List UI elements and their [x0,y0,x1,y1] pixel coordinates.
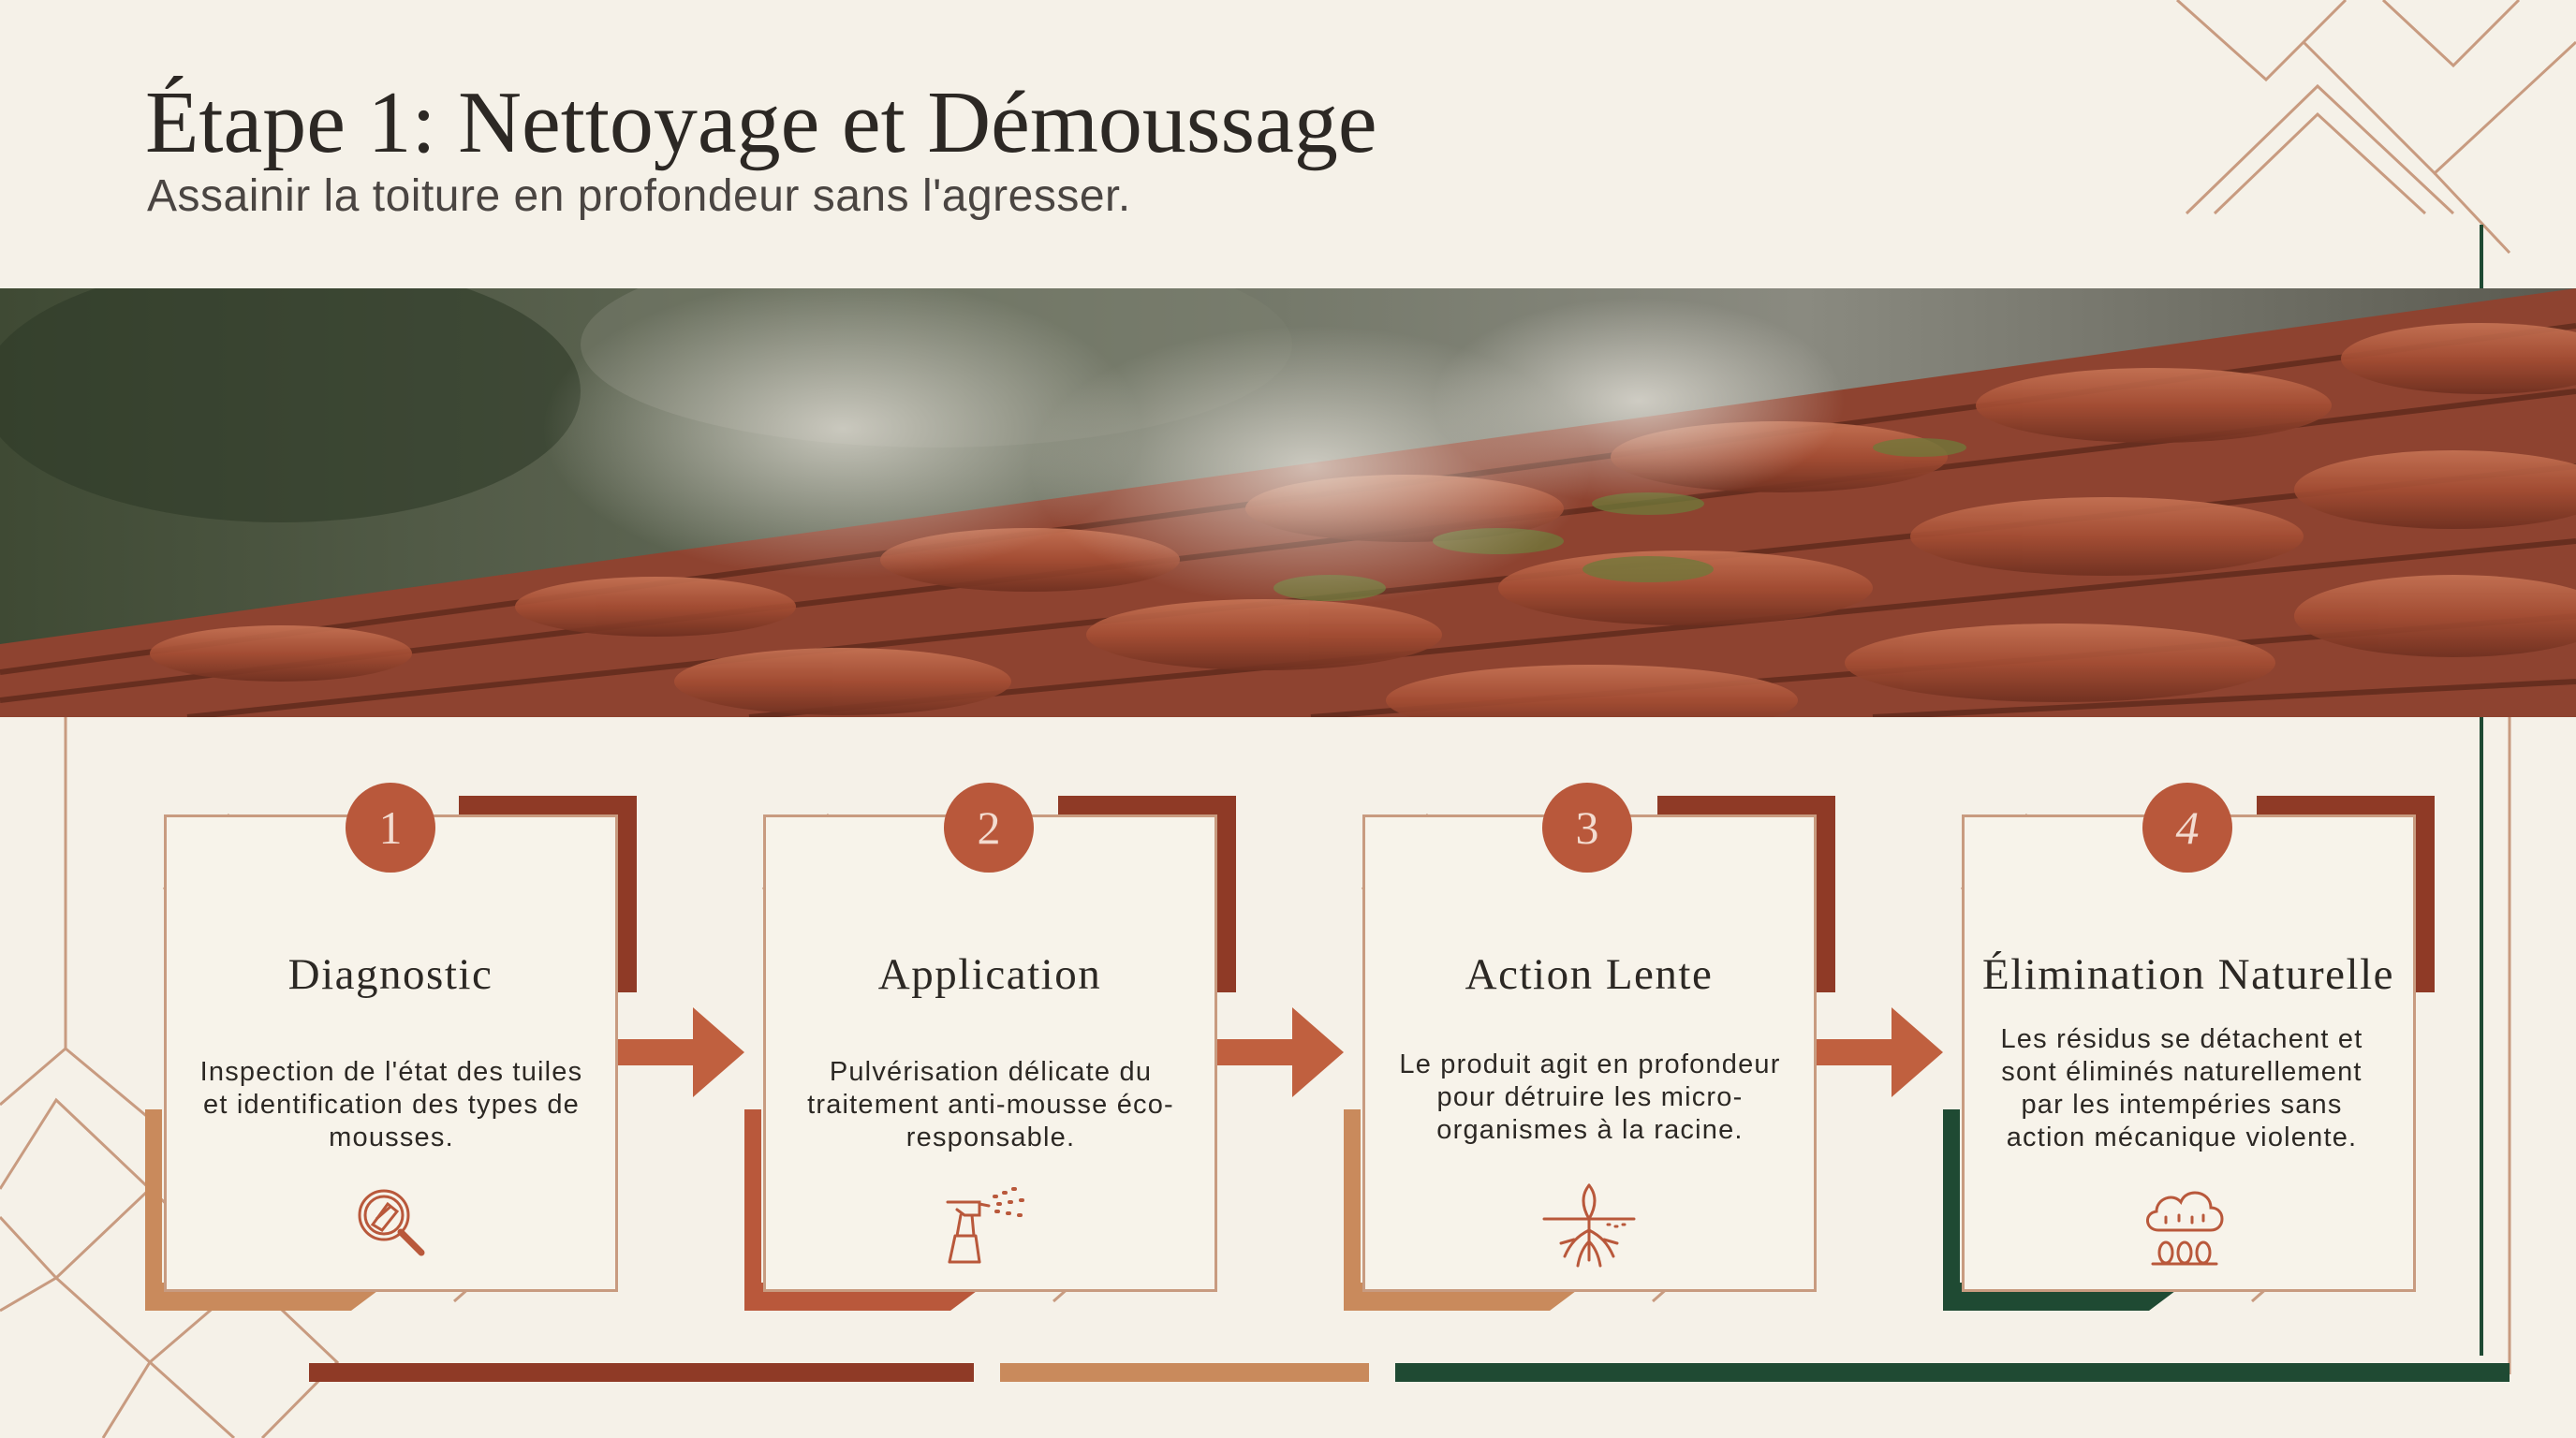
page-subtitle: Assainir la toiture en profondeur sans l… [147,171,1131,221]
page-title: Étape 1: Nettoyage et Démoussage [145,74,1377,171]
step-title: Diagnostic [287,950,493,999]
step-title: Élimination Naturelle [1981,950,2395,999]
card-1-panel [164,814,618,1292]
arrow-right-icon [1217,1007,1344,1097]
step-description: Inspection de l'état des tuiles et ident… [199,1057,583,1152]
roots-icon [1542,1183,1636,1268]
step-description: Les résidus se détachent et sont éliminé… [2000,1024,2363,1152]
card-3-panel [1362,814,1817,1292]
rain-cloud-icon [2146,1191,2224,1266]
step-description: Pulvérisation délicate du traitement ant… [807,1057,1174,1152]
accent-bar-rust [309,1363,974,1382]
spray-bottle-icon [946,1187,1024,1264]
roof-tiles-photo [0,288,2576,717]
step-number-badge: 1 [346,783,435,873]
step-title: Action Lente [1465,950,1714,999]
arrow-right-icon [618,1007,744,1097]
magnifier-tile-icon [358,1189,425,1256]
accent-bar-forest [1395,1363,2510,1382]
step-title: Application [877,950,1102,999]
step-description: Le produit agit en profondeur pour détru… [1399,1049,1781,1145]
arrow-right-icon [1817,1007,1943,1097]
step-number-badge: 4 [2142,783,2232,873]
step-number-badge: 3 [1542,783,1632,873]
step-number-badge: 2 [944,783,1034,873]
card-2-panel [763,814,1217,1292]
accent-bar-sand [1000,1363,1369,1382]
